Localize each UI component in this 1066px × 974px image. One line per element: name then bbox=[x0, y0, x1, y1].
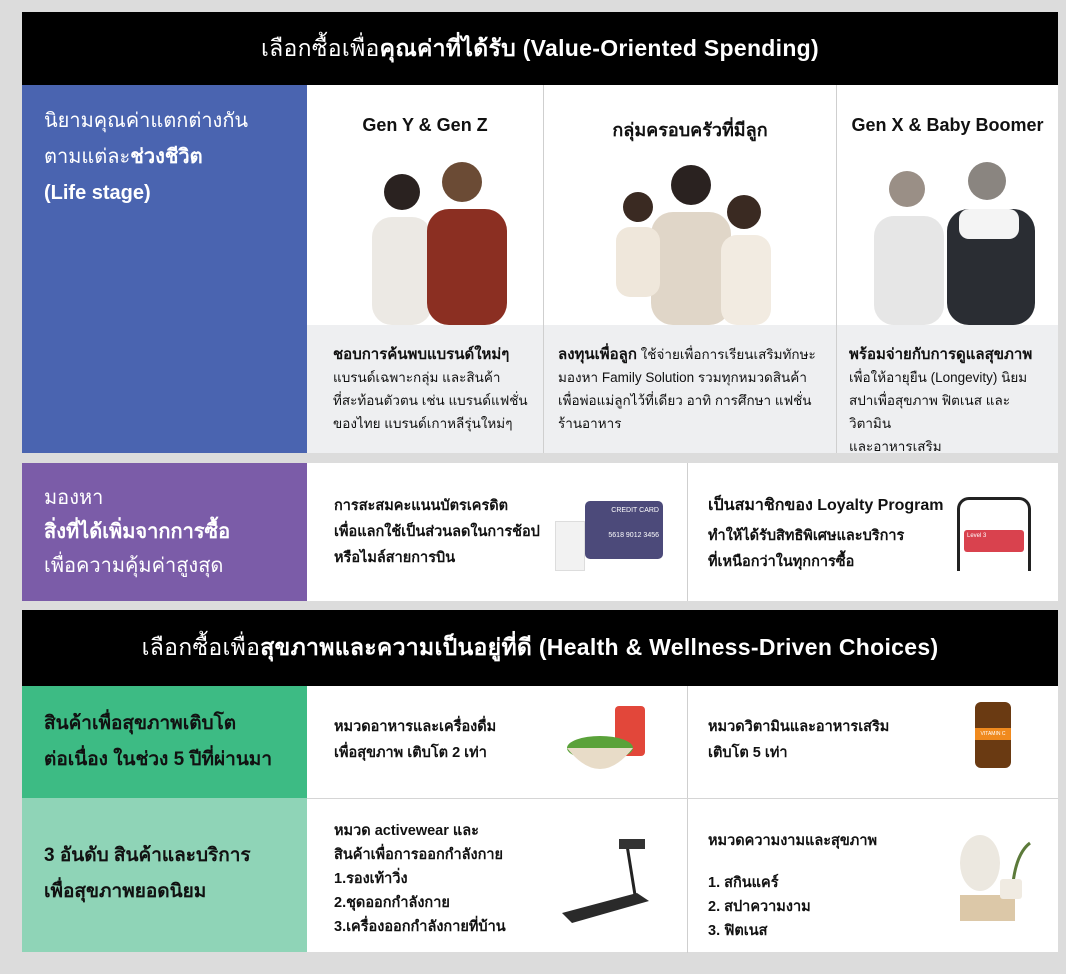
text-line: เป็นสมาชิกของ Loyalty Program bbox=[708, 497, 944, 514]
family-image bbox=[616, 165, 771, 325]
header-bold: สุขภาพและความเป็นอยู่ที่ดี (Health & Wel… bbox=[260, 634, 939, 660]
desc-line: ร้านอาหาร bbox=[558, 416, 622, 431]
beauty-wellness-text: หมวดความงามและสุขภาพ 1. สกินแคร์ 2. สปาค… bbox=[708, 829, 877, 943]
top3-label: 3 อันดับ สินค้าและบริการ เพื่อสุขภาพยอดน… bbox=[22, 798, 307, 952]
life-stage-groups: Gen Y & Gen Z ชอบการค้นพบแบรนด์ใหม่ๆ แบร… bbox=[307, 85, 1058, 454]
section-header-health: เลือกซื้อเพื่อสุขภาพและความเป็นอยู่ที่ดี… bbox=[22, 610, 1058, 686]
side-line: สินค้าเพื่อสุขภาพเติบโต bbox=[44, 713, 237, 734]
desc-line: ของไทย แบรนด์เกาหลีรุ่นใหม่ๆ bbox=[333, 416, 513, 431]
section-header-value: เลือกซื้อเพื่อคุณค่าที่ได้รับ (Value-Ori… bbox=[22, 12, 1058, 85]
desc-lead: พร้อมจ่ายกับการดูแลสุขภาพ bbox=[849, 346, 1033, 363]
divider bbox=[687, 799, 688, 953]
desc-line: สปาเพื่อสุขภาพ ฟิตเนส และวิตามิน bbox=[849, 393, 1010, 431]
salad-smoothie-image bbox=[567, 706, 645, 769]
group-description: ชอบการค้นพบแบรนด์ใหม่ๆ แบรนด์เฉพาะกลุ่ม … bbox=[307, 325, 543, 453]
text-line: ทำให้ได้รับสิทธิพิเศษและบริการ bbox=[708, 528, 905, 544]
divider bbox=[687, 463, 688, 601]
app-level-label: Level 3 bbox=[964, 530, 1024, 552]
side-line: ต่อเนื่อง ในช่วง 5 ปีที่ผ่านมา bbox=[44, 749, 272, 770]
heading-line: สินค้าเพื่อการออกกำลังกาย bbox=[334, 847, 504, 863]
group-title: กลุ่มครอบครัวที่มีลูก bbox=[612, 120, 768, 140]
list-item: 1.รองเท้าวิ่ง bbox=[334, 871, 408, 887]
side-text: ตามแต่ละ bbox=[44, 146, 131, 168]
side-line: มองหา bbox=[44, 487, 104, 509]
divider bbox=[687, 686, 688, 798]
text-line: การสะสมคะแนนบัตรเครดิต bbox=[334, 498, 509, 514]
growth-label: สินค้าเพื่อสุขภาพเติบโต ต่อเนื่อง ในช่วง… bbox=[22, 686, 307, 798]
extras-items: การสะสมคะแนนบัตรเครดิต เพื่อแลกใช้เป็นส่… bbox=[307, 463, 1058, 601]
heading-line: หมวด activewear และ bbox=[334, 823, 479, 839]
phone-app-image: Level 3 bbox=[957, 497, 1031, 571]
loyalty-program-text: เป็นสมาชิกของ Loyalty Program ทำให้ได้รั… bbox=[708, 493, 943, 575]
group-family: กลุ่มครอบครัวที่มีลูก ลงทุนเพื่อลูก ใช้จ… bbox=[544, 85, 836, 453]
desc-lead: ชอบการค้นพบแบรนด์ใหม่ๆ bbox=[333, 346, 510, 363]
healthy-food-text: หมวดอาหารและเครื่องดื่ม เพื่อสุขภาพ เติบ… bbox=[334, 714, 496, 766]
card-number: 5618 9012 3456 bbox=[608, 532, 659, 539]
heading-line: หมวดความงามและสุขภาพ bbox=[708, 833, 878, 849]
desc-line: มองหา Family Solution รวมทุกหมวดสินค้า bbox=[558, 370, 807, 385]
growth-items: หมวดอาหารและเครื่องดื่ม เพื่อสุขภาพ เติบ… bbox=[307, 686, 1058, 798]
activewear-text: หมวด activewear และ สินค้าเพื่อการออกกำล… bbox=[334, 819, 506, 939]
bottle-label: VITAMIN C bbox=[975, 728, 1011, 740]
skincare-image bbox=[960, 835, 1031, 921]
side-line: เพื่อความคุ้มค่าสูงสุด bbox=[44, 555, 224, 577]
life-stage-label: นิยามคุณค่าแตกต่างกัน ตามแต่ละช่วงชีวิต … bbox=[22, 85, 307, 453]
top3-items: หมวด activewear และ สินค้าเพื่อการออกกำล… bbox=[307, 798, 1058, 953]
side-line: 3 อันดับ สินค้าและบริการ bbox=[44, 845, 251, 866]
divider bbox=[836, 85, 837, 453]
vitamin-text: หมวดวิตามินและอาหารเสริม เติบโต 5 เท่า bbox=[708, 714, 889, 766]
desc-line: แบรนด์เฉพาะกลุ่ม และสินค้า bbox=[333, 370, 501, 385]
side-line: สิ่งที่ได้เพิ่มจากการซื้อ bbox=[44, 521, 231, 543]
desc-line: เพื่อให้อายุยืน (Longevity) นิยม bbox=[849, 370, 1028, 385]
group-title: Gen X & Baby Boomer bbox=[851, 115, 1044, 135]
text-line: หมวดอาหารและเครื่องดื่ม bbox=[334, 719, 497, 735]
side-bold: ช่วงชีวิต bbox=[130, 146, 203, 168]
desc-line: ที่สะท้อนตัวตน เช่น แบรนด์แฟชั่น bbox=[333, 393, 528, 408]
desc-line: ใช้จ่ายเพื่อการเรียนเสริมทักษะ bbox=[636, 347, 816, 362]
text-line: หรือไมล์สายการบิน bbox=[334, 550, 456, 566]
young-couple-image bbox=[372, 162, 507, 325]
group-description: พร้อมจ่ายกับการดูแลสุขภาพ เพื่อให้อายุยื… bbox=[837, 325, 1058, 454]
text-line: เติบโต 5 เท่า bbox=[708, 745, 788, 761]
side-line: ตามแต่ละช่วงชีวิต bbox=[44, 139, 285, 175]
header-regular: เลือกซื้อเพื่อ bbox=[261, 34, 380, 61]
text-line: ที่เหนือกว่าในทุกการซื้อ bbox=[708, 554, 855, 570]
credit-card-image: CREDIT CARD 5618 9012 3456 bbox=[555, 493, 665, 573]
list-item: 1. สกินแคร์ bbox=[708, 875, 779, 891]
senior-couple-image bbox=[874, 162, 1035, 325]
extras-label: มองหา สิ่งที่ได้เพิ่มจากการซื้อ เพื่อควา… bbox=[22, 463, 307, 601]
divider bbox=[543, 85, 544, 453]
group-gen-x-boomer: Gen X & Baby Boomer พร้อมจ่ายกับการดูแลส… bbox=[837, 85, 1058, 454]
text-line: หมวดวิตามินและอาหารเสริม bbox=[708, 719, 890, 735]
side-line: นิยามคุณค่าแตกต่างกัน bbox=[44, 110, 249, 132]
group-title: Gen Y & Gen Z bbox=[362, 115, 488, 135]
card-label: CREDIT CARD bbox=[611, 507, 659, 514]
text-line: เพื่อแลกใช้เป็นส่วนลดในการช้อป bbox=[334, 524, 540, 540]
header-bold: คุณค่าที่ได้รับ (Value-Oriented Spending… bbox=[379, 34, 819, 61]
credit-card-points-text: การสะสมคะแนนบัตรเครดิต เพื่อแลกใช้เป็นส่… bbox=[334, 493, 540, 571]
treadmill-image bbox=[562, 839, 649, 923]
list-item: 3. ฟิตเนส bbox=[708, 923, 768, 939]
group-description: ลงทุนเพื่อลูก ใช้จ่ายเพื่อการเรียนเสริมท… bbox=[544, 325, 836, 453]
side-line: (Life stage) bbox=[44, 182, 151, 204]
desc-line: เพื่อพ่อแม่ลูกไว้ที่เดียว อาทิ การศึกษา … bbox=[558, 393, 812, 408]
text-line: เพื่อสุขภาพ เติบโต 2 เท่า bbox=[334, 745, 487, 761]
list-item: 3.เครื่องออกกำลังกายที่บ้าน bbox=[334, 919, 506, 935]
side-line: เพื่อสุขภาพยอดนิยม bbox=[44, 881, 207, 902]
desc-line: และอาหารเสริม bbox=[849, 439, 942, 454]
list-item: 2.ชุดออกกำลังกาย bbox=[334, 895, 450, 911]
vitamin-bottle-image: VITAMIN C bbox=[975, 702, 1011, 768]
desc-lead: ลงทุนเพื่อลูก bbox=[558, 346, 637, 363]
list-item: 2. สปาความงาม bbox=[708, 899, 811, 915]
header-regular: เลือกซื้อเพื่อ bbox=[141, 634, 261, 660]
group-gen-yz: Gen Y & Gen Z ชอบการค้นพบแบรนด์ใหม่ๆ แบร… bbox=[307, 85, 543, 453]
